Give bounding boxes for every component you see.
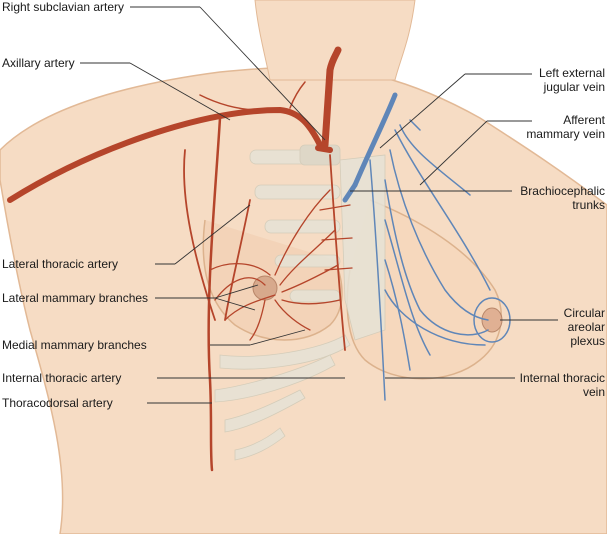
leader-lines — [80, 6, 558, 404]
label-left-external-jugular-vein: Left external jugular vein — [539, 66, 605, 94]
label-line: mammary vein — [526, 127, 605, 141]
label-line: Internal thoracic — [519, 371, 605, 385]
label-line: vein — [582, 385, 605, 399]
label-axillary-artery: Axillary artery — [2, 56, 75, 70]
label-line: Left external — [538, 66, 605, 80]
label-line: trunks — [572, 198, 605, 212]
label-internal-thoracic-vein: Internal thoracic vein — [520, 371, 605, 399]
label-medial-mammary-branches: Medial mammary branches — [2, 338, 147, 352]
label-afferent-mammary-vein: Afferent mammary vein — [526, 113, 605, 141]
label-line: Circular — [563, 306, 605, 320]
label-thoracodorsal-artery: Thoracodorsal artery — [2, 396, 113, 410]
label-line: jugular vein — [543, 80, 605, 94]
label-internal-thoracic-artery: Internal thoracic artery — [2, 371, 122, 385]
neck — [254, 0, 416, 81]
label-line: plexus — [570, 334, 605, 348]
rib-cage — [214, 144, 386, 461]
label-line: Afferent — [563, 113, 605, 127]
label-line: areolar — [567, 320, 605, 334]
label-right-subclavian-artery: Right subclavian artery — [2, 0, 125, 14]
veins — [342, 92, 511, 401]
label-circular-areolar-plexus: Circular areolar plexus — [564, 306, 605, 348]
label-brachiocephalic-trunks: Brachiocephalic trunks — [520, 184, 605, 212]
label-lateral-mammary-branches: Lateral mammary branches — [2, 291, 149, 305]
label-line: Brachiocephalic — [520, 184, 605, 198]
label-lateral-thoracic-artery: Lateral thoracic artery — [2, 257, 119, 271]
